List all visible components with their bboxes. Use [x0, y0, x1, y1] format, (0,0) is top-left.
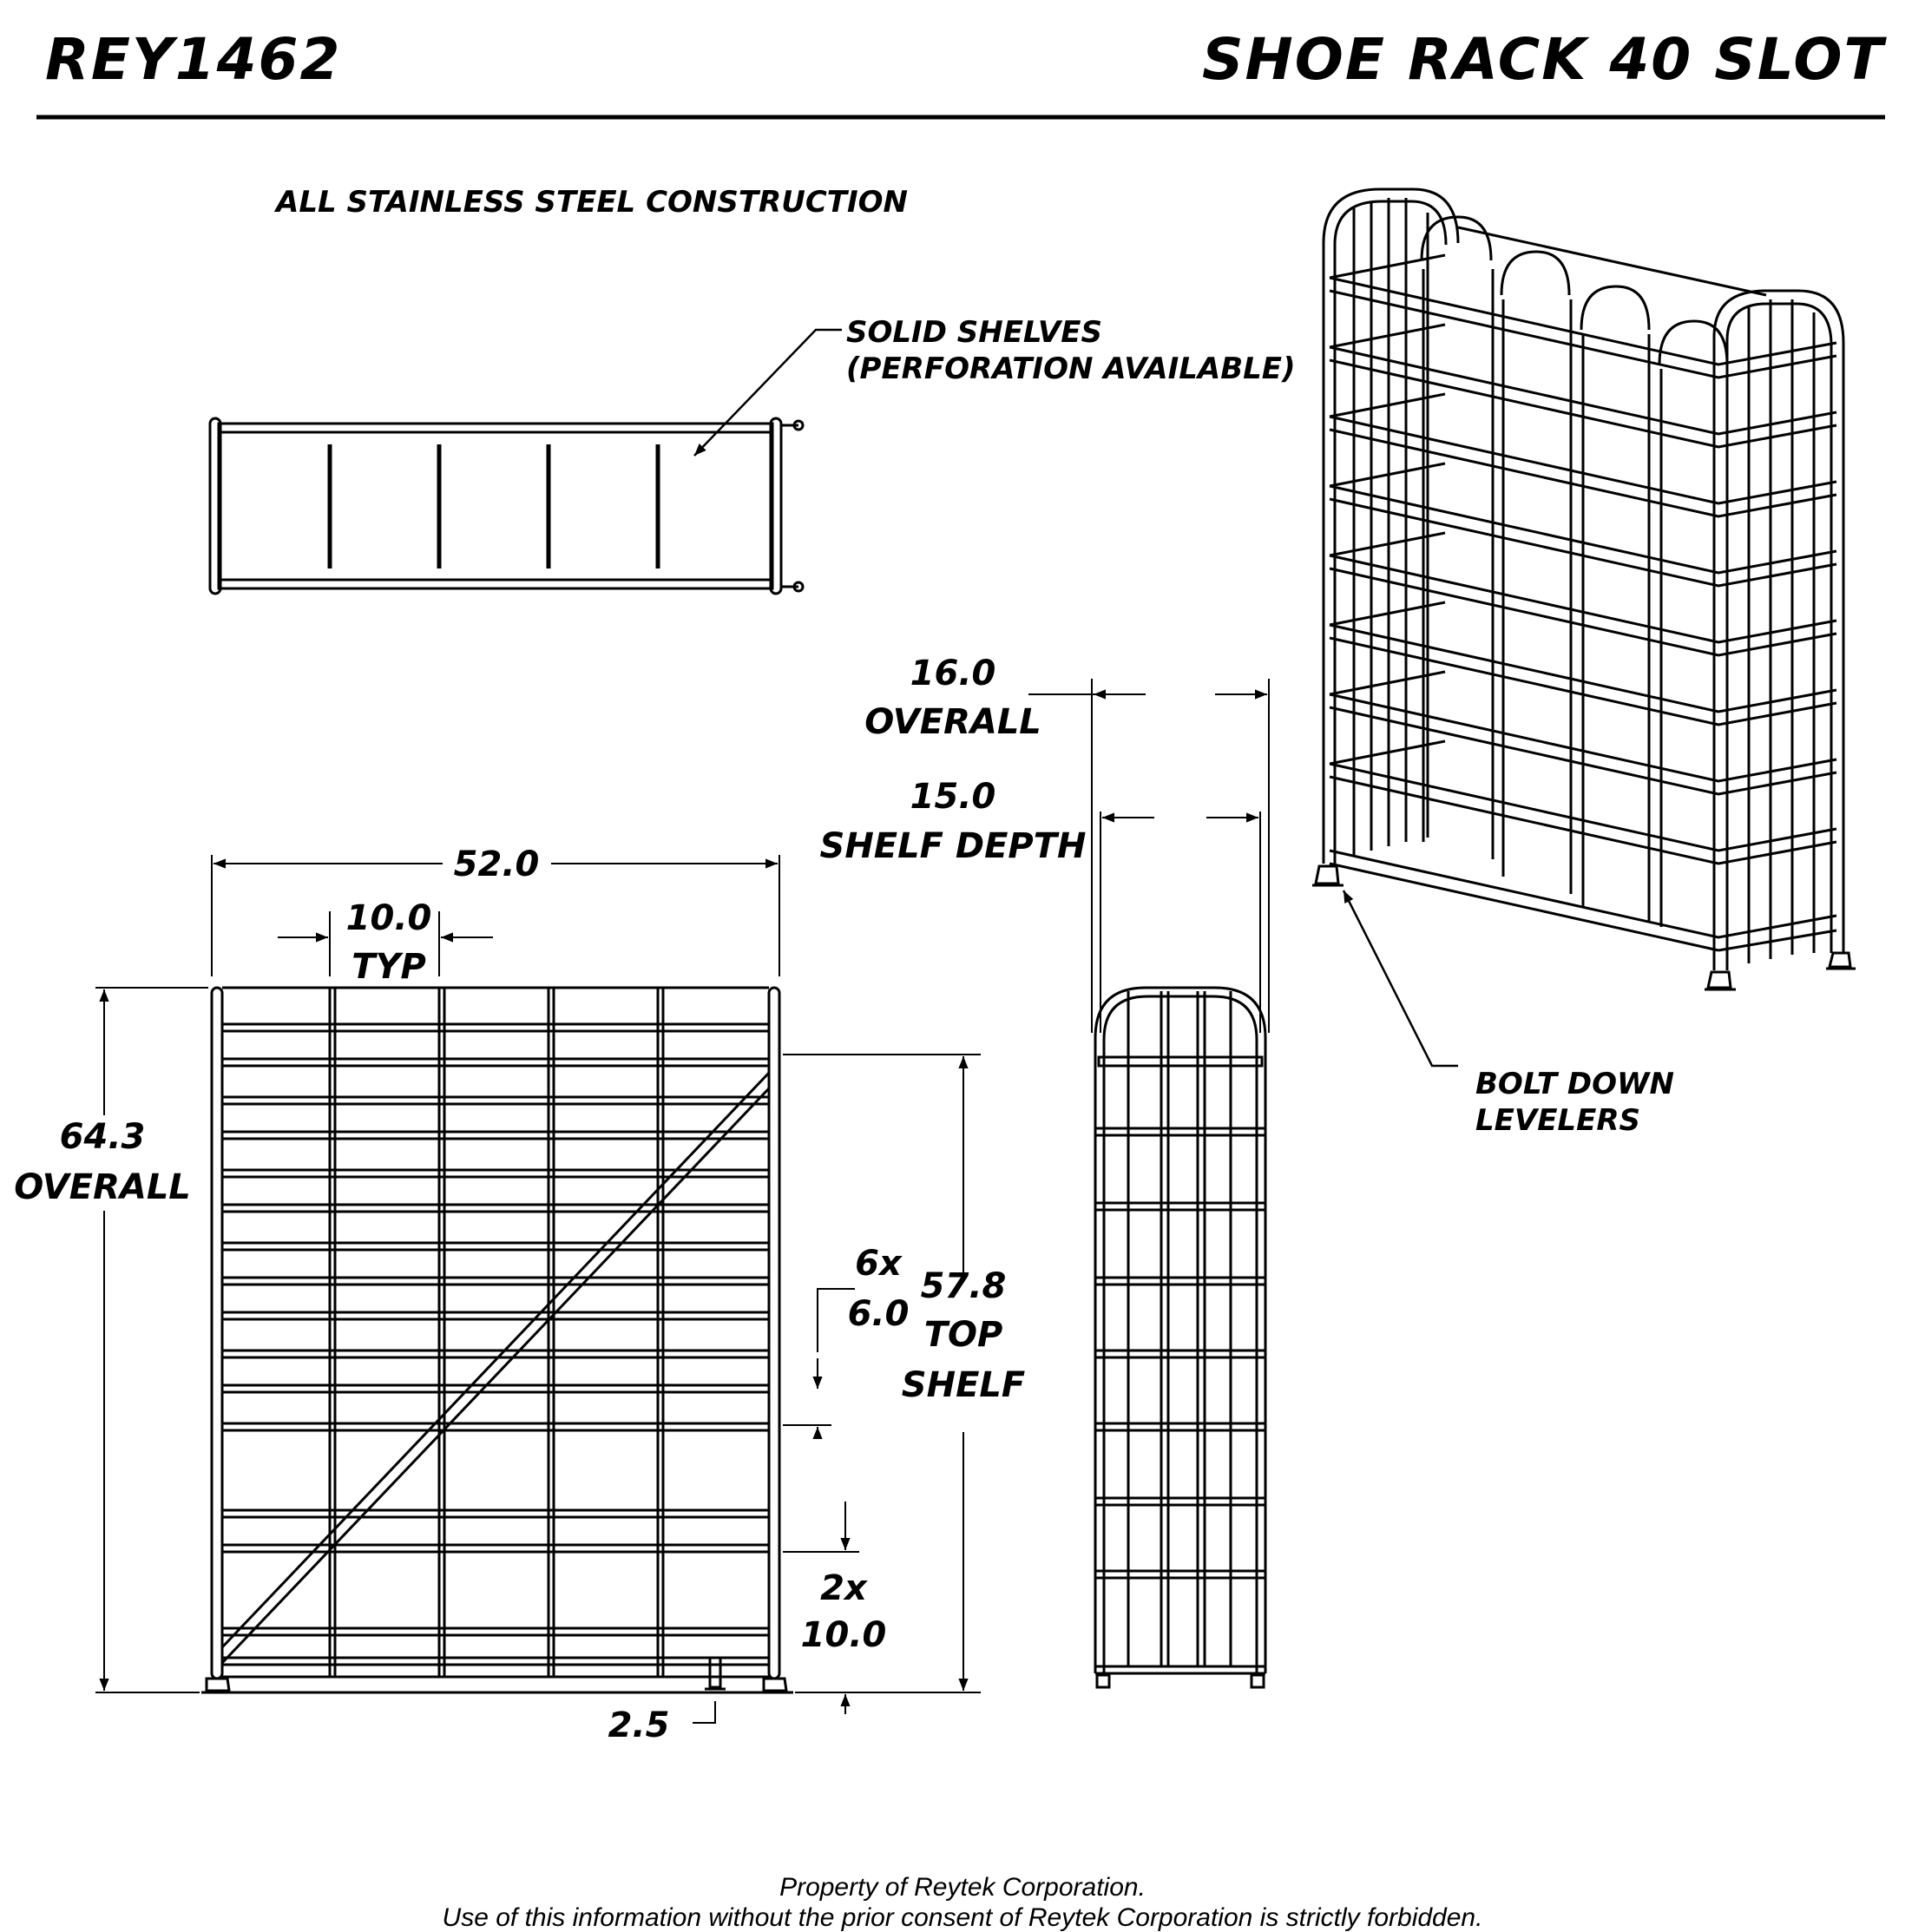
construction-note: ALL STAINLESS STEEL CONSTRUCTION — [276, 185, 908, 220]
depth-overall-dim: 16.0 — [910, 654, 996, 693]
shelf-spacing-dim: 6.0 — [847, 1294, 910, 1334]
height-overall-note: OVERALL — [14, 1167, 191, 1207]
part-number: REY1462 — [45, 26, 342, 93]
slot-width-note: TYP — [351, 947, 426, 987]
levelers-leader-line — [1342, 890, 1458, 1068]
shelf-depth-dim: 15.0 — [910, 777, 996, 817]
side-dimension-lines — [1028, 679, 1270, 1033]
height-overall-dim: 64.3 — [59, 1117, 146, 1157]
shelves-note-line1: SOLID SHELVES — [846, 315, 1102, 350]
isometric-view — [1312, 187, 1856, 991]
bottom-spacing-count: 2x — [820, 1568, 867, 1608]
footer-line2: Use of this information without the prio… — [442, 1903, 1483, 1932]
top-shelf-dim: 57.8 — [920, 1266, 1007, 1306]
front-elevation — [201, 986, 793, 1694]
top-view — [208, 417, 805, 595]
depth-overall-note: OVERALL — [864, 702, 1041, 742]
slot-width-dim: 10.0 — [345, 898, 432, 938]
levelers-note-line1: BOLT DOWN — [1475, 1067, 1674, 1101]
front-dimension-lines — [95, 855, 981, 1724]
shelf-spacing-count: 6x — [855, 1244, 902, 1284]
side-elevation — [1094, 986, 1267, 1689]
shelf-depth-note: SHELF DEPTH — [819, 826, 1087, 866]
top-shelf-note2: SHELF — [901, 1365, 1026, 1405]
top-shelf-note1: TOP — [923, 1315, 1003, 1355]
levelers-note-line2: LEVELERS — [1475, 1103, 1640, 1138]
shelves-leader-line — [693, 328, 842, 457]
drawing-title: SHOE RACK 40 SLOT — [1202, 26, 1885, 93]
width-overall-dim: 52.0 — [453, 844, 540, 884]
footer-line1: Property of Reytek Corporation. — [779, 1873, 1146, 1902]
floor-clearance-dim: 2.5 — [608, 1705, 670, 1745]
bottom-spacing-dim: 10.0 — [800, 1615, 887, 1655]
shelves-note-line2: (PERFORATION AVAILABLE) — [846, 352, 1296, 386]
